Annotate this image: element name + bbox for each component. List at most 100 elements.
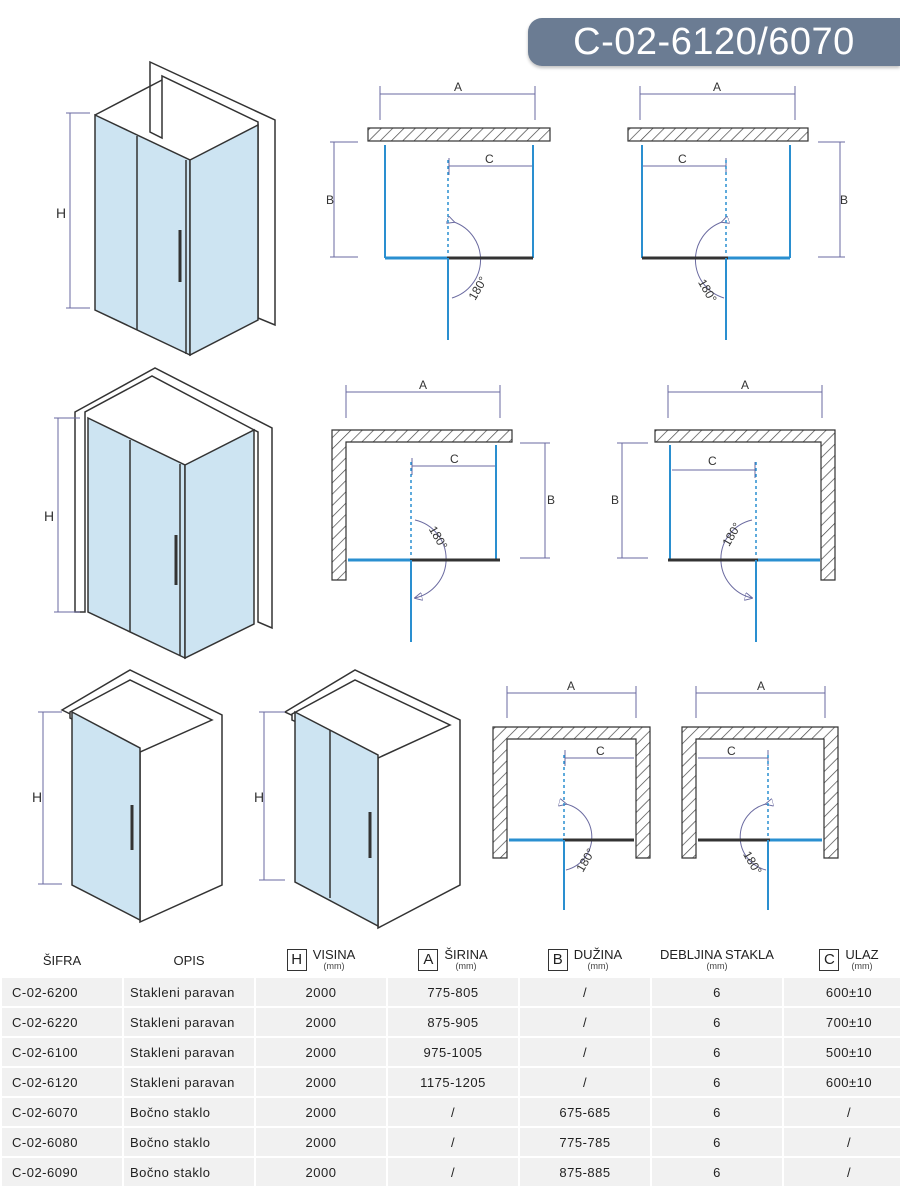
- height-symbol: H: [286, 948, 307, 971]
- iso-height-dim-4: [259, 711, 285, 881]
- header-glass: DEBLJINA STAKLA(mm): [652, 944, 782, 976]
- iso-height-dim-2: [54, 417, 80, 613]
- header-description: OPIS: [124, 944, 254, 976]
- cell-length: 775-785: [520, 1128, 650, 1156]
- plan-view-5: [492, 686, 651, 910]
- table-row: C-02-6090 Bočno staklo 2000 / 875-885 6 …: [2, 1158, 900, 1186]
- length-label: DUŽINA: [573, 947, 623, 963]
- cell-height: 2000: [256, 1158, 386, 1186]
- entry-symbol: C: [819, 948, 840, 971]
- cell-glass: 6: [652, 1098, 782, 1126]
- angle-label: 180°: [573, 846, 598, 875]
- cell-description: Stakleni paravan: [124, 1008, 254, 1036]
- glass-label: DEBLJINA STAKLA: [660, 947, 774, 963]
- cell-description: Bočno staklo: [124, 1158, 254, 1186]
- dimension-label-b: B: [611, 493, 619, 507]
- cell-length: /: [520, 1038, 650, 1066]
- cell-height: 2000: [256, 1128, 386, 1156]
- cell-code: C-02-6090: [2, 1158, 122, 1186]
- cell-width: /: [388, 1158, 518, 1186]
- dimension-label-b: B: [547, 493, 555, 507]
- cell-length: /: [520, 978, 650, 1006]
- cell-code: C-02-6100: [2, 1038, 122, 1066]
- cell-glass: 6: [652, 1008, 782, 1036]
- dimension-label-c: C: [596, 744, 605, 758]
- header-height: H VISINA(mm): [256, 944, 386, 976]
- dimension-label-c: C: [678, 152, 687, 166]
- cell-entry: 600±10: [784, 1068, 900, 1096]
- cell-height: 2000: [256, 1098, 386, 1126]
- cell-description: Stakleni paravan: [124, 1038, 254, 1066]
- cell-length: 875-885: [520, 1158, 650, 1186]
- plan-view-4: [617, 385, 836, 642]
- cell-width: 775-805: [388, 978, 518, 1006]
- cell-code: C-02-6220: [2, 1008, 122, 1036]
- cell-glass: 6: [652, 1128, 782, 1156]
- cell-description: Stakleni paravan: [124, 1068, 254, 1096]
- height-label: VISINA: [312, 947, 356, 963]
- cell-height: 2000: [256, 1038, 386, 1066]
- specification-table: ŠIFRA OPIS H VISINA(mm) A ŠIRINA(mm): [0, 942, 900, 1188]
- height-label-h: H: [44, 508, 54, 524]
- entry-unit: (mm): [851, 961, 873, 972]
- width-unit: (mm): [455, 961, 477, 972]
- dimension-label-a: A: [757, 679, 765, 693]
- glass-unit: (mm): [706, 961, 728, 972]
- dimension-label-c: C: [450, 452, 459, 466]
- width-label: ŠIRINA: [444, 947, 488, 963]
- cell-description: Bočno staklo: [124, 1128, 254, 1156]
- cell-glass: 6: [652, 1068, 782, 1096]
- header-code: ŠIFRA: [2, 944, 122, 976]
- cell-width: /: [388, 1098, 518, 1126]
- iso-view-corner-1: [94, 60, 276, 357]
- dimension-label-c: C: [708, 454, 717, 468]
- cell-height: 2000: [256, 1008, 386, 1036]
- table-row: C-02-6120 Stakleni paravan 2000 1175-120…: [2, 1068, 900, 1096]
- cell-entry: 700±10: [784, 1008, 900, 1036]
- height-unit: (mm): [323, 961, 345, 972]
- iso-height-dim-3: [38, 711, 62, 885]
- cell-entry: 500±10: [784, 1038, 900, 1066]
- cell-glass: 6: [652, 978, 782, 1006]
- dimension-label-a: A: [567, 679, 575, 693]
- cell-code: C-02-6200: [2, 978, 122, 1006]
- cell-length: /: [520, 1008, 650, 1036]
- plan-view-1: [330, 86, 551, 340]
- header-length: B DUŽINA(mm): [520, 944, 650, 976]
- cell-code: C-02-6120: [2, 1068, 122, 1096]
- cell-entry: /: [784, 1128, 900, 1156]
- cell-entry: 600±10: [784, 978, 900, 1006]
- angle-label: 180°: [466, 274, 491, 303]
- cell-width: 875-905: [388, 1008, 518, 1036]
- cell-length: /: [520, 1068, 650, 1096]
- angle-label: 180°: [740, 849, 765, 878]
- model-code-badge: C-02-6120/6070: [528, 18, 900, 66]
- iso-view-corner-2: [74, 367, 273, 660]
- cell-width: 1175-1205: [388, 1068, 518, 1096]
- cell-entry: /: [784, 1158, 900, 1186]
- dimension-label-b: B: [840, 193, 848, 207]
- cell-description: Bočno staklo: [124, 1098, 254, 1126]
- cell-width: /: [388, 1128, 518, 1156]
- dimension-label-c: C: [727, 744, 736, 758]
- dimension-label-a: A: [454, 80, 462, 94]
- cell-glass: 6: [652, 1158, 782, 1186]
- dimension-label-c: C: [485, 152, 494, 166]
- dimension-label-b: B: [326, 193, 334, 207]
- width-symbol: A: [418, 948, 439, 971]
- plan-view-6: [681, 686, 839, 910]
- length-symbol: B: [547, 948, 568, 971]
- height-label-h: H: [32, 789, 42, 805]
- cell-code: C-02-6080: [2, 1128, 122, 1156]
- cell-length: 675-685: [520, 1098, 650, 1126]
- cell-entry: /: [784, 1098, 900, 1126]
- height-label-h: H: [254, 789, 264, 805]
- angle-label: 180°: [695, 277, 720, 306]
- entry-label: ULAZ: [845, 947, 879, 963]
- table-row: C-02-6200 Stakleni paravan 2000 775-805 …: [2, 978, 900, 1006]
- height-label-h: H: [56, 205, 66, 221]
- cell-width: 975-1005: [388, 1038, 518, 1066]
- table-row: C-02-6220 Stakleni paravan 2000 875-905 …: [2, 1008, 900, 1036]
- cell-height: 2000: [256, 978, 386, 1006]
- angle-label: 180°: [426, 523, 451, 552]
